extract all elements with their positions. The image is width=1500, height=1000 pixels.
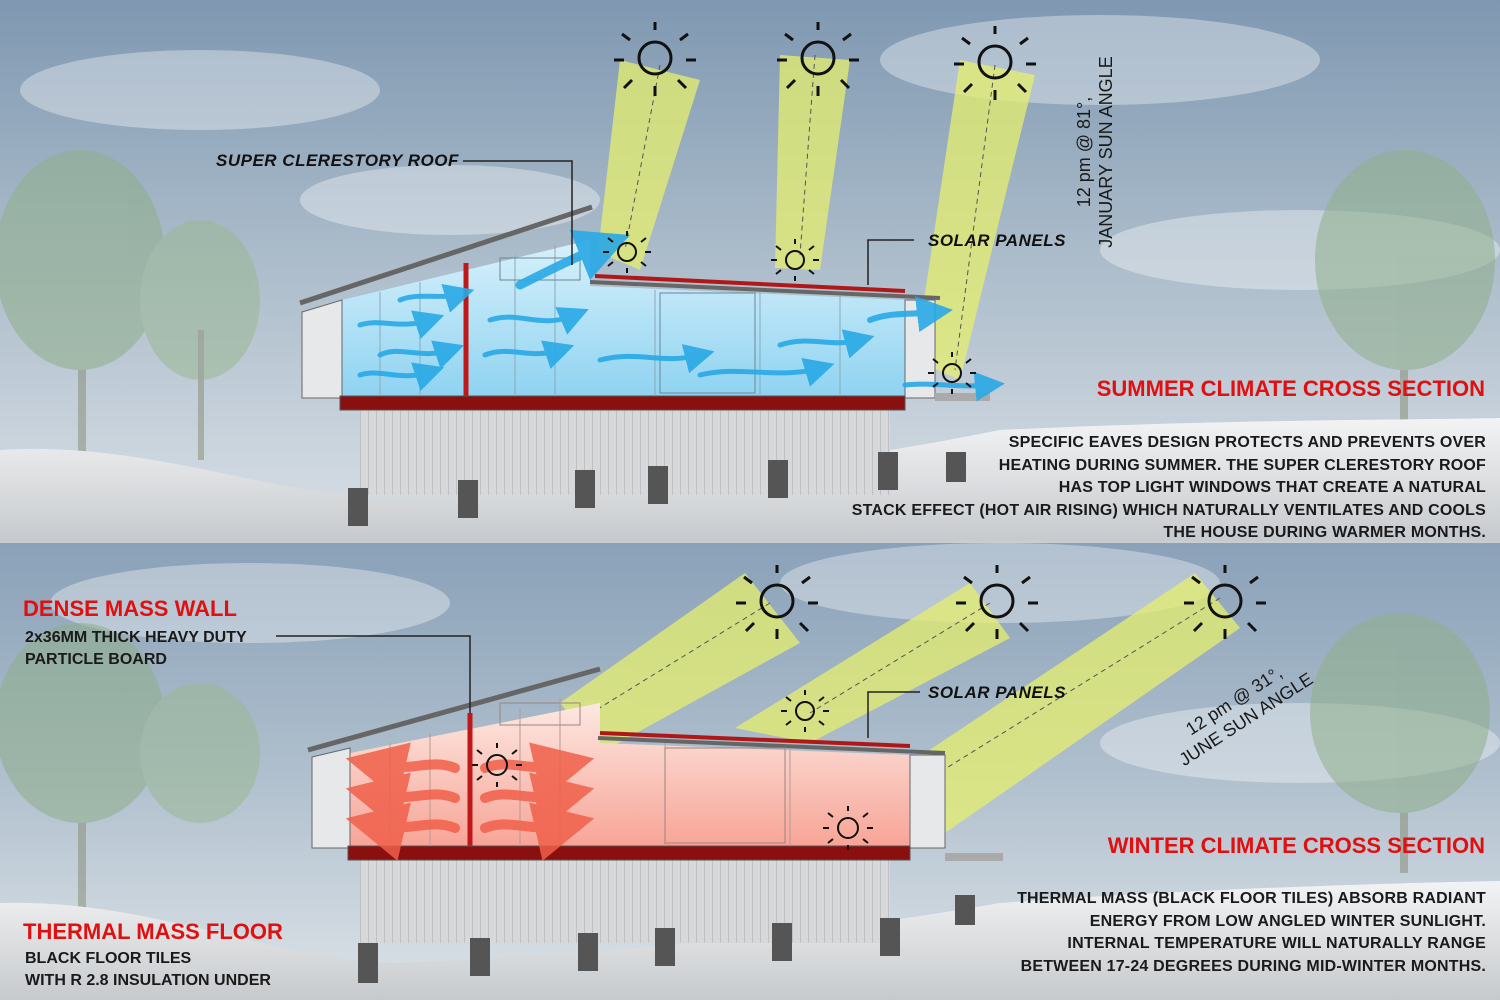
- floor-desc-line: WITH R 2.8 INSULATION UNDER: [25, 972, 271, 989]
- summer-section-panel: SUPER CLERESTORY ROOF SOLAR PANELS 12 pm…: [0, 0, 1500, 541]
- summer-description-line: THE HOUSE DURING WARMER MONTHS.: [1163, 524, 1486, 541]
- solar-panel-winter: [599, 731, 911, 748]
- sun-icon: [771, 239, 819, 281]
- dense-mass-wall-heading: DENSE MASS WALL: [23, 596, 237, 621]
- summer-sun-angle-label: 12 pm @ 81°, JANUARY SUN ANGLE: [1073, 42, 1117, 262]
- summer-description-line: HEATING DURING SUMMER. THE SUPER CLEREST…: [998, 456, 1486, 474]
- clerestory-roof: [307, 666, 601, 753]
- lower-roof: [589, 280, 941, 300]
- footings: [358, 895, 975, 983]
- sun-icon: [736, 565, 818, 639]
- panel-divider: [0, 541, 1500, 543]
- sun-icon: [781, 690, 829, 732]
- sun-icon: [614, 22, 696, 96]
- subfloor-cladding: [360, 410, 890, 495]
- winter-section-title: WINTER CLIMATE CROSS SECTION: [1107, 833, 1485, 858]
- solar-panel-summer: [594, 274, 906, 293]
- left-wall: [311, 747, 351, 849]
- floor-desc-line: BLACK FLOOR TILES: [25, 950, 192, 967]
- left-wall: [301, 299, 343, 399]
- tree-right: [1310, 613, 1490, 873]
- summer-description-line: SPECIFIC EAVES DESIGN PROTECTS AND PREVE…: [1008, 434, 1486, 451]
- summer-description-line: STACK EFFECT (HOT AIR RISING) WHICH NATU…: [851, 501, 1486, 519]
- subfloor-cladding: [360, 858, 890, 943]
- floor-slab: [347, 845, 911, 861]
- sun-icon: [777, 22, 859, 96]
- sun-icons-winter: [472, 565, 1266, 850]
- sun-icon: [472, 743, 522, 787]
- sun-icon: [603, 231, 651, 273]
- roof-leader-line: [463, 160, 573, 265]
- deck: [945, 853, 1003, 861]
- kitchen-cabinets: [664, 747, 786, 844]
- winter-description-line: BETWEEN 17-24 DEGREES DURING MID-WINTER …: [1020, 957, 1486, 975]
- summer-illustration: [0, 0, 1500, 541]
- cool-interior: [342, 240, 905, 396]
- summer-description-line: HAS TOP LIGHT WINDOWS THAT CREATE A NATU…: [1058, 479, 1486, 496]
- tree-left: [0, 150, 260, 470]
- solar-leader-line: [867, 691, 920, 738]
- sun-icon: [823, 806, 873, 850]
- lower-roof: [597, 736, 946, 755]
- clerestory-roof: [299, 204, 593, 306]
- sun-icon: [928, 352, 976, 394]
- footings: [348, 452, 966, 526]
- winter-description-line: INTERNAL TEMPERATURE WILL NATURALLY RANG…: [1067, 935, 1486, 952]
- summer-description: SPECIFIC EAVES DESIGN PROTECTS AND PREVE…: [852, 432, 1486, 541]
- wall-desc-line: 2x36MM THICK HEAVY DUTY: [25, 629, 247, 646]
- summer-section-title: SUMMER CLIMATE CROSS SECTION: [1096, 376, 1485, 401]
- window-frames: [379, 245, 841, 396]
- tree-left: [0, 623, 260, 913]
- sun-icon: [1184, 565, 1266, 639]
- tree-right: [1315, 150, 1495, 430]
- winter-description-line: THERMAL MASS (BLACK FLOOR TILES) ABSORB …: [1017, 890, 1486, 907]
- wall-desc-line: PARTICLE BOARD: [25, 651, 167, 668]
- solar-leader-line: [867, 239, 914, 285]
- summer-sun-angle-line1: 12 pm @ 81°,: [1074, 96, 1094, 208]
- sun-icon: [954, 26, 1036, 100]
- right-wall: [909, 754, 946, 849]
- summer-sun-angle-line2: JANUARY SUN ANGLE: [1096, 56, 1116, 248]
- kitchen-cabinets: [659, 292, 756, 394]
- deck: [935, 393, 990, 401]
- solar-panels-label-winter: SOLAR PANELS: [928, 683, 1066, 702]
- air-flow-arrows: [357, 229, 1005, 402]
- winter-description: THERMAL MASS (BLACK FLOOR TILES) ABSORB …: [1017, 888, 1486, 978]
- sun-icon: [956, 565, 1038, 639]
- thermal-mass-floor-desc: BLACK FLOOR TILES WITH R 2.8 INSULATION …: [25, 948, 271, 992]
- clerestory-window: [499, 702, 581, 726]
- winter-description-line: ENERGY FROM LOW ANGLED WINTER SUNLIGHT.: [1089, 912, 1486, 930]
- thermal-mass-floor-heading: THERMAL MASS FLOOR: [23, 919, 283, 944]
- dense-mass-wall-desc: 2x36MM THICK HEAVY DUTY PARTICLE BOARD: [25, 627, 247, 671]
- wall-leader-line: [276, 635, 471, 713]
- sun-icons-summer: [603, 22, 1036, 394]
- super-clerestory-roof-label: SUPER CLERESTORY ROOF: [216, 151, 459, 170]
- floor-slab: [339, 395, 906, 411]
- winter-section-panel: DENSE MASS WALL 2x36MM THICK HEAVY DUTY …: [0, 543, 1500, 1000]
- solar-panels-label-summer: SOLAR PANELS: [928, 231, 1066, 250]
- winter-illustration: [0, 543, 1500, 1000]
- warm-interior: [350, 703, 910, 846]
